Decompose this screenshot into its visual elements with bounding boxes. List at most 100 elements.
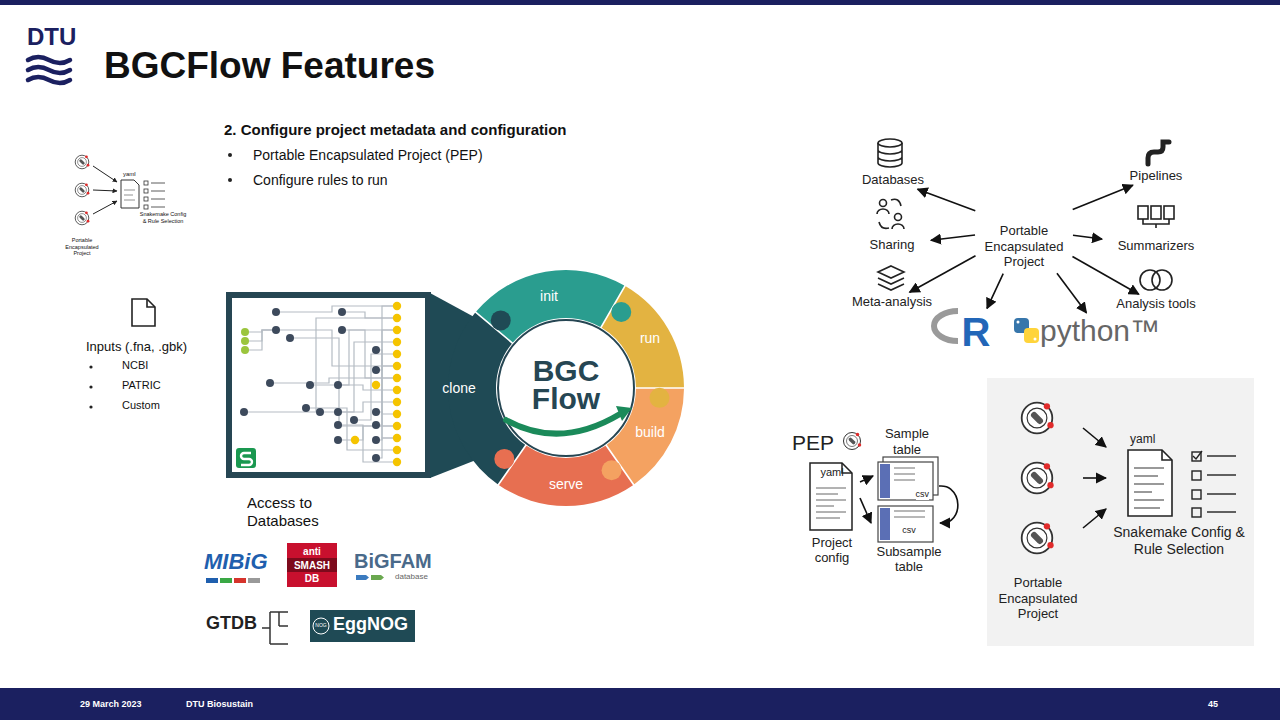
hub-target: Summarizers <box>1106 238 1206 254</box>
node-text: Project config <box>806 535 858 566</box>
file-icon <box>132 299 155 326</box>
snakemake-panel <box>1134 507 1160 508</box>
snakemake-panel <box>1022 523 1054 554</box>
snakemake-dag <box>338 402 397 412</box>
snakemake-dag <box>320 342 397 412</box>
page-number: 45 <box>1208 699 1218 710</box>
arrow-connector <box>931 235 975 240</box>
ring-segment: build <box>628 424 672 441</box>
puzzle-ring <box>494 449 514 469</box>
footer-text: 29 March 2023 <box>80 699 142 710</box>
snakemake-dag <box>334 436 342 444</box>
database-logos <box>262 612 288 644</box>
hub-icons <box>895 214 902 221</box>
snakemake-dag <box>338 385 397 390</box>
bullet-text: Configure rules to run <box>253 172 388 189</box>
snakemake-dag <box>393 326 401 334</box>
node-text: Sample table <box>875 426 939 457</box>
hub-icons <box>878 139 902 147</box>
logo-text: NOG <box>314 623 328 628</box>
snakemake-dag <box>393 410 401 418</box>
ring-segment: clone <box>434 380 484 397</box>
config-file: yamlProject config <box>806 466 858 566</box>
hub-icons <box>1138 206 1148 219</box>
snakemake-panel <box>1192 490 1201 499</box>
python-logo <box>1034 338 1037 341</box>
puzzle-ring <box>602 460 622 480</box>
top-bar <box>0 0 1280 5</box>
snakemake-dag <box>240 302 401 466</box>
snakemake-dag <box>350 416 358 424</box>
snakemake-dag <box>338 308 346 316</box>
csv-icon <box>894 473 915 474</box>
node-text: Snakemake Config & Rule Selection <box>1108 524 1250 558</box>
logo-text: EggNOG <box>333 614 408 636</box>
arrow-connector <box>1083 428 1106 447</box>
icon-text: yaml <box>123 171 136 178</box>
pep-logo-text: PEP <box>792 430 834 455</box>
snakemake-panel <box>1128 450 1172 516</box>
csv-icon <box>894 468 915 480</box>
arrow-connector <box>1083 509 1106 528</box>
database-logos <box>262 612 288 644</box>
config-file <box>810 463 852 530</box>
snakemake-dag <box>393 422 401 430</box>
snakemake-panel <box>1162 450 1172 460</box>
bullet <box>89 153 232 409</box>
hub-target: Sharing <box>857 237 927 253</box>
logo-text: DTU <box>27 23 76 52</box>
snakemake-dag <box>276 306 397 312</box>
puzzle-ring <box>491 310 511 330</box>
hub-target: Databases <box>853 172 933 188</box>
snakemake-dag <box>334 421 342 429</box>
snakemake-panel <box>1134 499 1164 500</box>
hub-icons <box>1140 270 1160 290</box>
config-file <box>816 488 846 518</box>
logo-text: MIBiG <box>204 549 268 575</box>
thumbnail-icon <box>124 190 135 200</box>
csv-icon <box>880 464 890 498</box>
config-file <box>816 494 838 495</box>
snakemake-panel <box>1134 483 1164 484</box>
node-text: python™ <box>1038 316 1162 346</box>
dtu-waves <box>28 57 70 63</box>
databases-heading: Access to Databases <box>247 494 342 530</box>
snakemake-dag <box>393 446 401 454</box>
snakemake-dag <box>245 330 276 341</box>
node-text: BGC Flow <box>518 357 614 414</box>
snakemake-dag <box>306 408 397 450</box>
thumbnail-icon <box>144 189 148 193</box>
arrow-connector <box>1073 185 1133 209</box>
file-icon <box>147 299 155 307</box>
thumbnail-icon <box>144 181 165 209</box>
database-logos <box>220 578 232 583</box>
snakemake-dag <box>393 314 401 322</box>
arrow-connector <box>1072 257 1138 295</box>
snakemake-panel <box>1207 511 1236 512</box>
snakemake-panel <box>1134 468 1164 508</box>
thumbnail-icon <box>151 207 165 208</box>
hub-icons <box>1148 142 1169 164</box>
snakemake-panel <box>1134 491 1152 492</box>
snakemake-dag <box>393 350 401 358</box>
csv-icon <box>894 511 925 517</box>
slide-title: BGCFlow Features <box>104 44 435 88</box>
config-file <box>816 488 846 489</box>
hub-target: Meta-analysis <box>842 294 942 310</box>
hub-icons <box>879 199 901 228</box>
node-text: csv <box>916 489 930 500</box>
snakemake-dag <box>272 308 280 316</box>
snakemake-dag <box>393 386 401 394</box>
puzzle-ring <box>448 270 684 506</box>
arrow-connector <box>1073 235 1102 239</box>
inputs-heading: Inputs (.fna, .gbk) <box>86 339 187 355</box>
thumbnail-icon <box>75 183 89 197</box>
hub-icons <box>892 224 904 229</box>
center-logo: BGC Flow <box>518 357 614 414</box>
snakemake-dag <box>393 302 401 310</box>
snakemake-dag <box>286 334 294 342</box>
hub-icons <box>878 143 902 167</box>
thumbnail-icon <box>93 201 117 214</box>
